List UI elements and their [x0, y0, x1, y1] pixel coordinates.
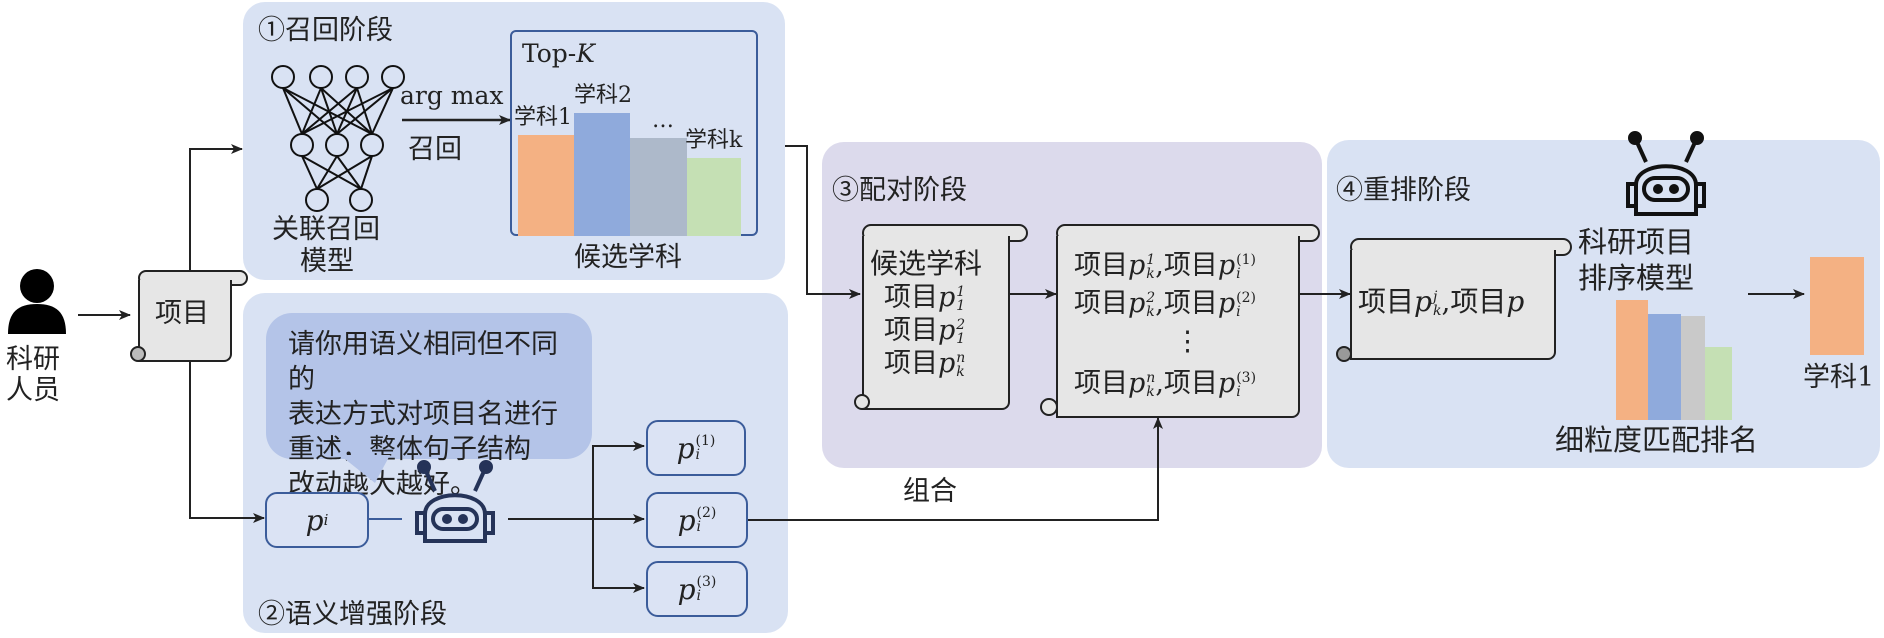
topk-bar-label: 学科k	[685, 127, 743, 153]
topk-bar-label: 学科1	[514, 105, 572, 131]
ranking-model-label-1: 科研项目	[1578, 225, 1695, 259]
prompt-line: 请你用语义相同但不同的	[288, 329, 558, 395]
combine-label: 组合	[903, 476, 957, 507]
topk-title: Top-K	[522, 39, 595, 68]
ranking-caption: 细粒度匹配排名	[1555, 423, 1759, 457]
recall-label: 召回	[408, 134, 462, 165]
ranking-bar	[1616, 299, 1648, 420]
arrow-project-to-stage2	[189, 362, 265, 523]
ranking-model-label-2: 排序模型	[1578, 261, 1695, 295]
output-p1: p(1)i	[646, 420, 746, 476]
arrow-to-output-1	[592, 441, 645, 519]
person-icon	[8, 269, 66, 334]
researcher-label-2: 人员	[6, 375, 60, 407]
ranking-bar	[1705, 347, 1732, 420]
topk-bar-label: …	[652, 108, 674, 133]
output-p2: p(2)i	[646, 492, 748, 548]
researcher-label-1: 科研	[6, 344, 60, 375]
prompt-line: 重述，整体句子结构	[288, 434, 531, 465]
arrow-to-output-3	[592, 519, 645, 593]
researcher: 科研 人员	[6, 268, 68, 406]
topk-caption: 候选学科	[574, 242, 682, 273]
arrow-topk-to-candidates	[785, 145, 861, 299]
candidates-heading: 候选学科	[870, 247, 983, 280]
ranking-bar	[1681, 316, 1705, 420]
arrow-project-to-stage1	[189, 144, 243, 270]
project-label: 项目	[155, 298, 209, 329]
stage3-title: ③配对阶段	[832, 175, 967, 206]
stage2-title: ②语义增强阶段	[258, 599, 447, 630]
ranking-bar	[1648, 313, 1681, 420]
stage4-title: ④重排阶段	[1336, 175, 1471, 206]
pairs-ellipsis: ⋮	[1174, 326, 1201, 357]
result-label: 学科1	[1803, 362, 1875, 393]
topk-bar	[518, 135, 574, 236]
model-label-1: 关联召回	[272, 214, 380, 245]
topk-bar-label: 学科2	[574, 82, 632, 108]
output-p3: p(3)i	[646, 561, 748, 617]
bubble-tail	[340, 455, 390, 483]
arrow-combine	[746, 417, 1163, 521]
result-bar	[1810, 257, 1864, 355]
argmax-label: arg max	[400, 81, 504, 110]
stage1-title: ①召回阶段	[258, 15, 393, 46]
neural-network-icon	[271, 65, 405, 212]
model-label-2: 模型	[300, 246, 354, 277]
topk-bar	[687, 157, 741, 236]
prompt-line: 表达方式对项目名进行	[288, 399, 558, 430]
topk-bar	[630, 138, 687, 236]
topk-bar	[574, 112, 630, 236]
